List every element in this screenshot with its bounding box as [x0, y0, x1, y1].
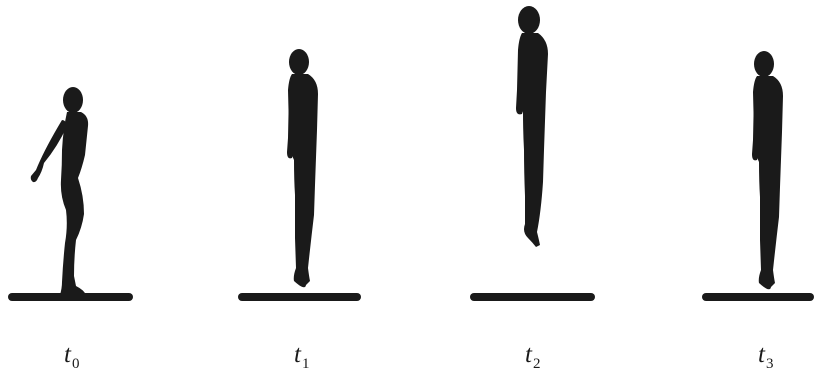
arm-t2 [516, 49, 525, 114]
head-t3 [754, 51, 774, 77]
time-label-t2: t2 [525, 342, 540, 367]
ground-t2 [470, 293, 595, 301]
head-t2 [518, 6, 540, 34]
ground-t1 [238, 293, 361, 301]
ground-t3 [702, 293, 814, 301]
time-label-t3: t3 [758, 342, 773, 367]
head-t0 [63, 87, 83, 113]
figure-t1 [238, 49, 361, 301]
body-t0 [60, 112, 88, 295]
figure-t3 [702, 51, 814, 301]
time-label-t0: t0 [64, 342, 79, 367]
figure-t0 [8, 87, 133, 301]
figure-t2 [470, 6, 595, 301]
head-t1 [289, 49, 309, 75]
time-label-t1: t1 [294, 342, 309, 367]
